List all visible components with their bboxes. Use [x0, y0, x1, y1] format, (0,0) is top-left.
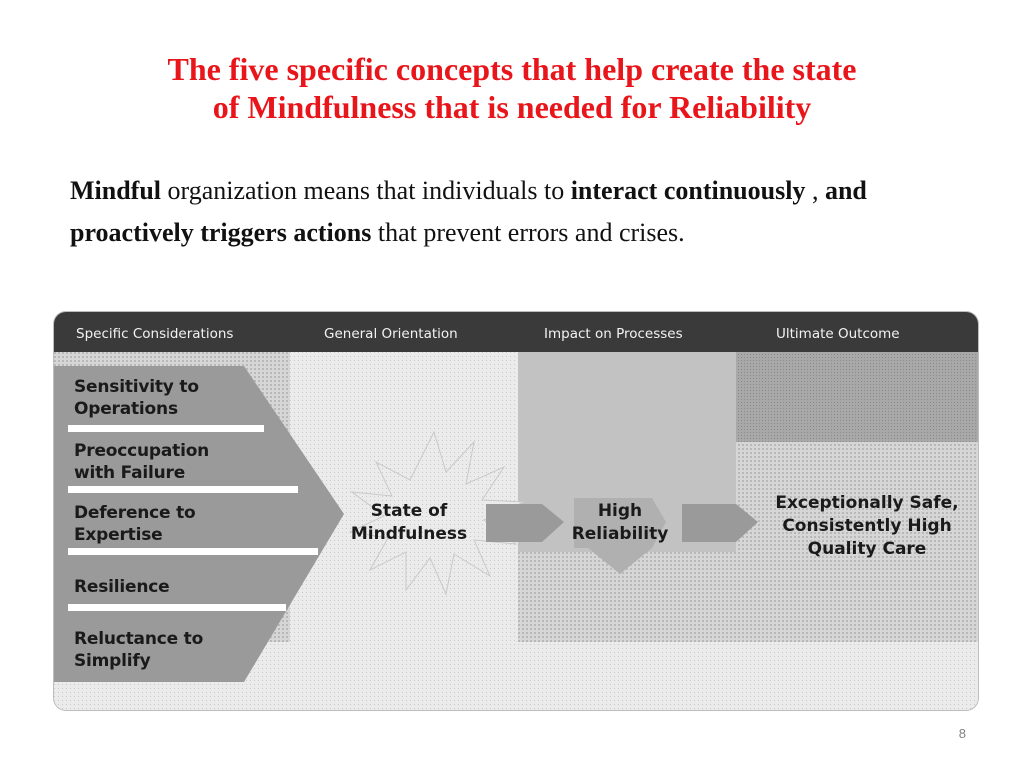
header-impact-on-processes: Impact on Processes — [544, 326, 683, 342]
outcome-column-bg — [736, 352, 978, 442]
slide-title-line-1: The five specific concepts that help cre… — [167, 51, 857, 87]
concept-sensitivity-to-operations: Sensitivity to Operations — [74, 376, 199, 420]
concept-line: Expertise — [74, 525, 163, 545]
concept-line: Preoccupation — [74, 441, 210, 461]
mindfulness-diagram: Specific Considerations General Orientat… — [54, 312, 978, 710]
orientation-line: Mindfulness — [350, 524, 468, 544]
concept-deference-to-expertise: Deference to Expertise — [74, 502, 196, 546]
concept-line: Simplify — [74, 651, 151, 671]
page-number: 8 — [958, 726, 966, 741]
concept-line: Reluctance to — [74, 629, 204, 649]
slide-body-text: Mindful organization means that individu… — [70, 170, 950, 254]
body-bold-interact: interact continuously — [570, 176, 806, 205]
diagram-graphics — [54, 312, 978, 710]
ultimate-outcome-label: Exceptionally Safe, Consistently High Qu… — [756, 492, 978, 561]
concept-divider — [68, 486, 298, 493]
reliability-shape — [574, 498, 666, 574]
slide-title: The five specific concepts that help cre… — [40, 50, 984, 126]
body-text-1: organization means that individuals to — [161, 176, 571, 205]
concept-line: Sensitivity to — [74, 377, 199, 397]
body-text-3: that prevent errors and crises. — [371, 218, 685, 247]
body-bold-mindful: Mindful — [70, 176, 162, 205]
mindfulness-starburst — [348, 430, 525, 596]
state-of-mindfulness-label: State of Mindfulness — [336, 500, 482, 546]
header-specific-considerations: Specific Considerations — [76, 326, 234, 342]
concept-divider — [68, 548, 318, 555]
concept-reluctance-to-simplify: Reluctance to Simplify — [74, 628, 203, 672]
header-bar — [54, 312, 978, 352]
outcome-line: Exceptionally Safe, — [775, 493, 959, 513]
high-reliability-label: High Reliability — [562, 500, 678, 546]
body-text-2: , — [805, 176, 825, 205]
orientation-line: State of — [370, 501, 448, 521]
process-line: Reliability — [571, 524, 669, 544]
slide-title-line-2: of Mindfulness that is needed for Reliab… — [212, 89, 812, 125]
concept-line: with Failure — [74, 463, 186, 483]
body-bold-triggers: and proactively triggers actions — [70, 176, 867, 247]
arrow-to-reliability — [486, 504, 564, 542]
considerations-arrow — [54, 366, 344, 682]
process-line: High — [597, 501, 643, 521]
header-ultimate-outcome: Ultimate Outcome — [776, 326, 900, 342]
concept-preoccupation-with-failure: Preoccupation with Failure — [74, 440, 209, 484]
concept-line: Deference to — [74, 503, 196, 523]
outcome-line: Quality Care — [807, 539, 927, 559]
outcome-line: Consistently High — [782, 516, 952, 536]
header-general-orientation: General Orientation — [324, 326, 458, 342]
concept-divider — [68, 604, 286, 611]
concept-line: Operations — [74, 399, 178, 419]
arrow-to-outcome — [682, 504, 758, 542]
concept-line: Resilience — [74, 577, 170, 597]
concept-resilience: Resilience — [74, 576, 170, 598]
concept-divider — [68, 425, 264, 432]
